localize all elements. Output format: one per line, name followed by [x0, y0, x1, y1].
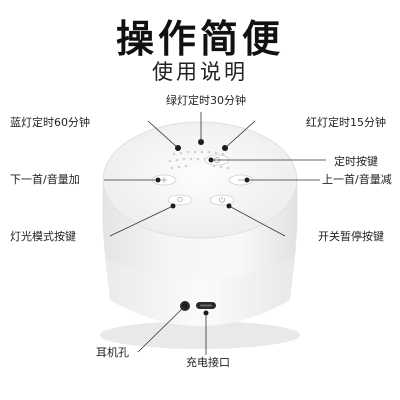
green-timer-label: 绿灯定时30分钟	[166, 94, 246, 107]
prev-volume-down-label: 上一首/音量减	[322, 173, 392, 186]
power-pause-key-label: 开关暂停按键	[318, 230, 384, 243]
light-mode-key-label: 灯光模式按键	[10, 230, 76, 243]
leader-blue	[147, 120, 179, 149]
bulb-icon	[177, 196, 183, 203]
charging-port	[196, 302, 216, 316]
plus-icon	[161, 177, 167, 183]
leader-light-mode	[109, 205, 174, 237]
page-title: 操作简便	[115, 17, 284, 61]
page-subtitle: 使用说明	[152, 60, 248, 84]
red-timer-label: 红灯定时15分钟	[306, 116, 386, 129]
leader-lines	[104, 112, 326, 355]
blue-timer-label: 蓝灯定时60分钟	[10, 116, 90, 129]
timer-key-label: 定时按键	[334, 155, 378, 168]
power-pause-button[interactable]	[209, 194, 235, 209]
charging-port-label: 充电接口	[186, 356, 230, 369]
leader-headphone	[137, 305, 186, 353]
light-mode-button[interactable]	[167, 194, 193, 209]
device-shadow	[100, 321, 300, 349]
leader-power	[228, 205, 286, 237]
next-volume-up-label: 下一首/音量加	[10, 173, 80, 186]
next-volume-up-button[interactable]	[151, 174, 177, 186]
power-icon	[219, 196, 225, 203]
headphone-jack-label: 耳机孔	[96, 346, 129, 359]
leader-red	[224, 120, 256, 149]
